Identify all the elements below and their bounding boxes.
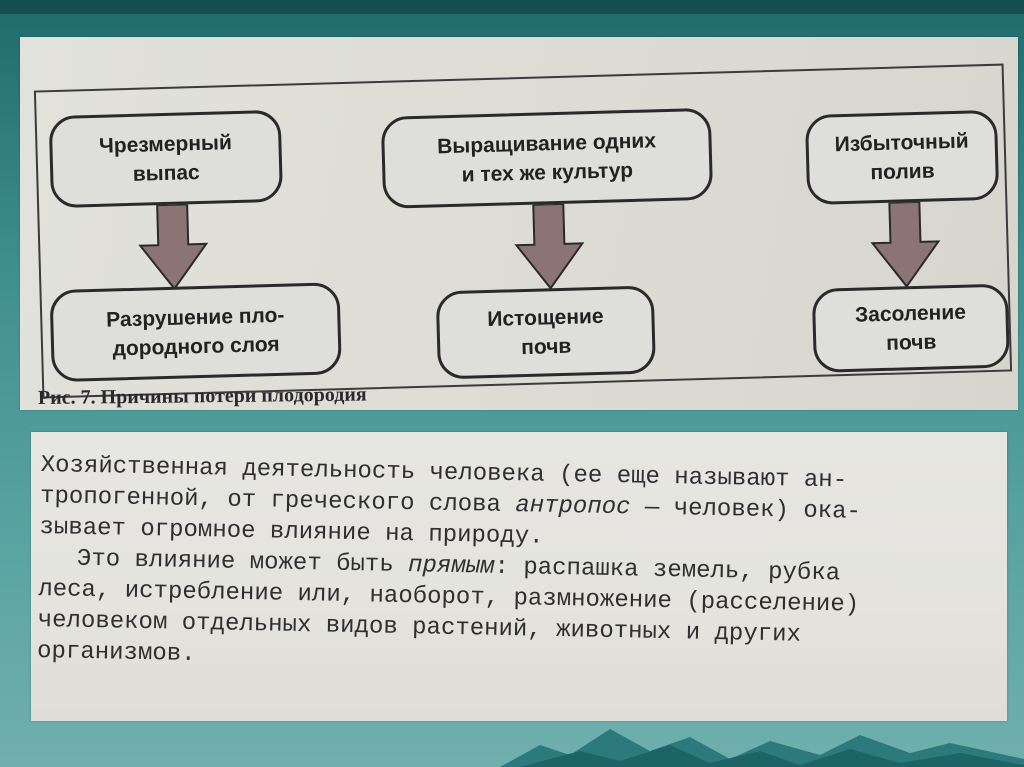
term-direct: прямым — [408, 552, 495, 581]
text-body: Хозяйственная деятельность человека (ее … — [37, 450, 997, 685]
mountain-decoration — [500, 715, 1024, 767]
term-anthropos: антропос — [515, 492, 631, 521]
diagram-frame: Чрезмерный выпас Выращивание одних и тех… — [34, 64, 1012, 399]
cause-box-overgrazing: Чрезмерный выпас — [49, 110, 283, 208]
figure-scan: Чрезмерный выпас Выращивание одних и тех… — [20, 37, 1018, 410]
effect-box-salinization: Засоление почв — [812, 283, 1010, 372]
paragraph-1: Хозяйственная деятельность человека (ее … — [39, 450, 997, 561]
cause-box-monoculture: Выращивание одних и тех же культур — [381, 108, 713, 209]
arrow-down-icon — [869, 201, 941, 289]
arrow-down-icon — [137, 204, 209, 292]
arrow-down-icon — [513, 203, 585, 291]
effect-box-soil-depletion: Истощение почв — [436, 285, 656, 379]
slide-top-band — [0, 0, 1024, 14]
effect-box-topsoil-destruction: Разрушение пло- дородного слоя — [49, 282, 341, 382]
paragraph-2: Это влияние может быть прямым: распашка … — [37, 543, 995, 685]
cause-box-overwatering: Избыточный полив — [805, 110, 999, 205]
text-scan: Хозяйственная деятельность человека (ее … — [31, 432, 1007, 721]
